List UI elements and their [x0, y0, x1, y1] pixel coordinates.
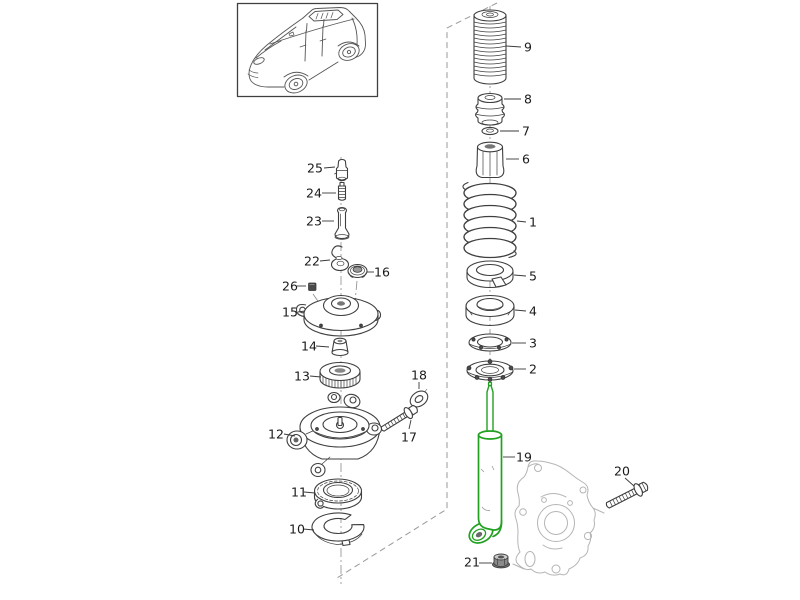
part-26-block: [308, 282, 317, 291]
part-label-2: 2: [529, 362, 537, 377]
part-5-spring-support: [466, 260, 514, 289]
part-label-22: 22: [304, 254, 320, 269]
part-label-26: 26: [282, 279, 298, 294]
vehicle-inset-frame: [236, 2, 379, 98]
bolt20-position-line: [592, 507, 605, 514]
part-17-bolt: [380, 404, 418, 432]
part-4-spring-mount-ring: [465, 294, 515, 327]
part-25-valve: [334, 158, 349, 182]
part-label-23: 23: [306, 214, 322, 229]
part-6-cap: [475, 141, 505, 179]
leader-lines: [283, 45, 635, 564]
part-18-washer: [409, 390, 429, 408]
wheel-carrier: [512, 460, 605, 576]
part-label-1: 1: [529, 215, 537, 230]
part-label-7: 7: [522, 124, 530, 139]
part-24-stud: [337, 181, 347, 201]
part-label-3: 3: [529, 336, 537, 351]
part-label-20: 20: [614, 464, 630, 479]
part-2-retainer-plate: [466, 359, 514, 382]
part-labels: 9 8 7 6 1 5 4 3 2 19 20 21 25 24 23 22 1…: [268, 40, 630, 570]
part-23-bolt: [334, 206, 350, 240]
part-label-16: 16: [374, 265, 390, 280]
part-10-spring-seat-c-ring: [311, 512, 365, 547]
part-12-support-housing: [286, 391, 383, 478]
part-13-bearing: [319, 361, 361, 389]
part-label-13: 13: [294, 369, 310, 384]
part-label-21: 21: [464, 555, 480, 570]
part-label-9: 9: [524, 40, 532, 55]
part-label-5: 5: [529, 269, 537, 284]
part-label-15: 15: [282, 305, 298, 320]
part-19-shock-absorber-highlighted: [468, 381, 503, 544]
part-label-14: 14: [301, 339, 317, 354]
part-label-19: 19: [516, 450, 532, 465]
part-3-plate-washer: [468, 333, 512, 352]
part-22-clip: [330, 245, 350, 272]
part-label-12: 12: [268, 427, 284, 442]
center-axis-part26: [312, 293, 321, 305]
part-label-4: 4: [529, 304, 537, 319]
part-20-bolt: [605, 481, 649, 509]
part-11-toothed-ring: [313, 478, 363, 510]
part-label-8: 8: [524, 92, 532, 107]
part-label-18: 18: [411, 368, 427, 383]
separator-dashed-line: [336, 2, 498, 579]
part-label-17: 17: [401, 430, 417, 445]
vehicle-suv-line-art: [247, 7, 366, 94]
nut21-position-line: [512, 563, 525, 570]
part-21-nut: [492, 553, 510, 569]
part-9-protective-boot: [473, 9, 507, 85]
part-16-nut: [347, 263, 368, 279]
part-label-11: 11: [291, 485, 307, 500]
part-label-6: 6: [522, 152, 530, 167]
part-14-bushing-cap: [331, 337, 349, 357]
part-15-strut-mount: [295, 294, 382, 337]
part-8-bump-stop: [475, 92, 505, 126]
part-1-coil-spring: [462, 181, 517, 259]
part-label-10: 10: [289, 522, 305, 537]
part-label-24: 24: [306, 186, 322, 201]
part-label-25: 25: [307, 161, 323, 176]
vehicle-inset: [236, 2, 379, 98]
part-7-washer: [481, 126, 499, 136]
